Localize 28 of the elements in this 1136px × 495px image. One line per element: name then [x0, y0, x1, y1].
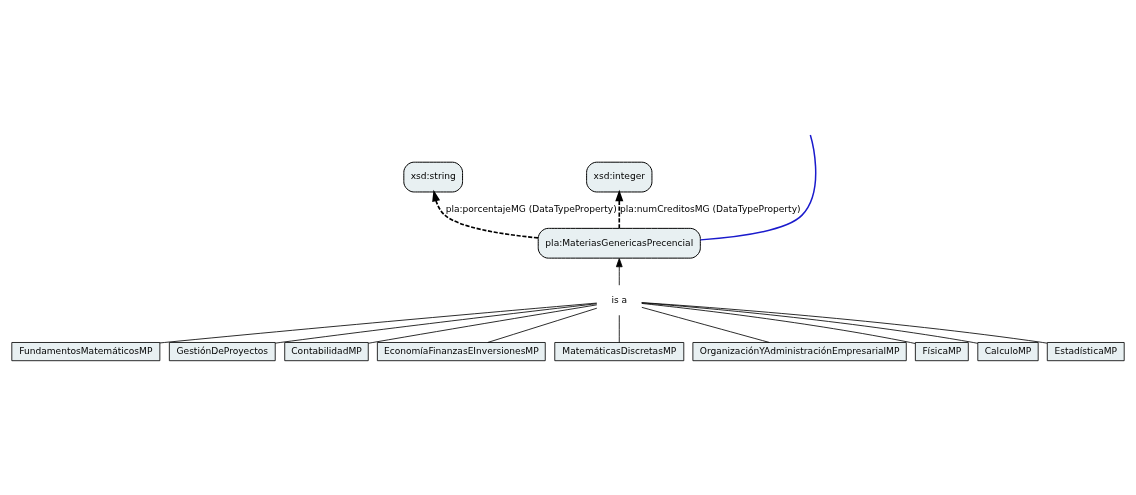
node-box: CalculoMP [977, 342, 1039, 362]
connector [641, 302, 979, 344]
connector [641, 306, 770, 343]
node-box: xsd:integer [586, 161, 653, 193]
node-box: ContabilidadMP [284, 342, 369, 362]
connector [274, 303, 598, 344]
node-box: FísicaMP [914, 342, 969, 362]
node-box: GestiónDeProyectos [168, 342, 276, 362]
connector [699, 134, 817, 241]
node-box: xsd:string [403, 161, 464, 193]
node-box: FundamentosMatemáticosMP [11, 342, 161, 362]
connector [487, 307, 598, 343]
node-box: EconomíaFinanzasEInversionesMP [376, 342, 546, 362]
connector [159, 302, 598, 344]
connector [368, 304, 598, 344]
arrow [615, 189, 624, 229]
connector [618, 314, 620, 343]
node-box: EstadísticaMP [1046, 342, 1125, 362]
arrow [432, 189, 539, 239]
node-box: OrganizaciónYAdministraciónEmpresarialMP [692, 342, 907, 362]
edge-label: pla:numCreditosMG (DataTypeProperty) [619, 204, 801, 215]
node-box: pla:MateriasGenericasPrecencial [537, 227, 701, 259]
connector [641, 302, 1048, 344]
node-text: is a [611, 294, 628, 305]
edge-label: pla:porcentajeMG (DataTypeProperty) [445, 204, 617, 215]
connector [641, 303, 916, 344]
arrow [615, 258, 623, 286]
node-box: MatemáticasDiscretasMP [554, 342, 685, 362]
